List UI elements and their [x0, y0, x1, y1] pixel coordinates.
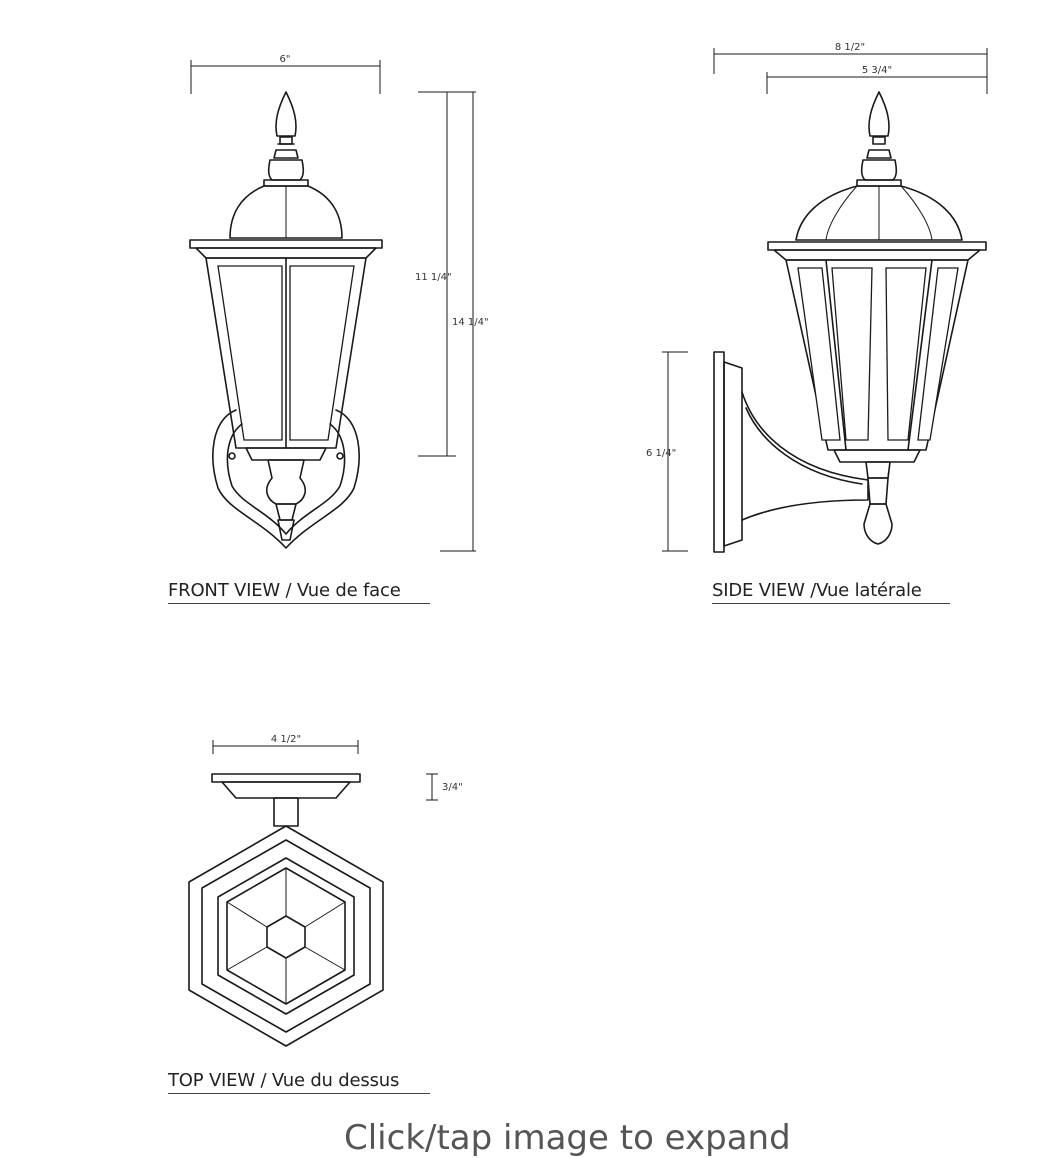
- side-base: [833, 449, 921, 545]
- front-total-height-label: 14 1/4": [452, 317, 489, 328]
- top-backplate-label: 3/4": [442, 782, 463, 793]
- front-width-dimension: 6": [190, 54, 381, 94]
- front-view-caption: FRONT VIEW / Vue de face: [168, 580, 430, 604]
- side-wall-plate: [713, 351, 743, 553]
- top-width-dimension: 4 1/2": [212, 734, 359, 754]
- top-view-drawing: 4 1/2" 3/4": [188, 734, 463, 1047]
- front-finial: [267, 91, 305, 181]
- side-mount-height-label: 6 1/4": [646, 448, 676, 459]
- side-view-drawing: 8 1/2" 5 3/4" 6 1/4": [646, 42, 988, 553]
- top-hexagon-head: [188, 825, 384, 1047]
- side-roof: [767, 179, 987, 261]
- side-depth-label: 8 1/2": [835, 42, 865, 53]
- side-view-caption: SIDE VIEW /Vue latérale: [712, 580, 950, 604]
- front-body-height-label: 11 1/4": [415, 272, 452, 283]
- side-glass-cage: [785, 259, 969, 451]
- front-glass-cage: [205, 257, 367, 449]
- top-width-label: 4 1/2": [271, 734, 301, 745]
- expand-image-hint[interactable]: Click/tap image to expand: [344, 1118, 791, 1158]
- side-head-width-dimension: 5 3/4": [766, 65, 987, 94]
- front-base-bracket: [212, 409, 360, 549]
- front-roof: [189, 179, 383, 259]
- front-width-label: 6": [280, 54, 291, 65]
- side-finial: [860, 91, 898, 181]
- top-wall-plate: [211, 773, 361, 827]
- top-view-caption: TOP VIEW / Vue du dessus: [168, 1070, 430, 1094]
- front-view-drawing: 6" 11 1/4" 14 1/4": [189, 54, 489, 552]
- front-body-height-dimension: 11 1/4": [415, 91, 476, 457]
- side-mount-height-dimension: 6 1/4": [646, 351, 688, 552]
- front-total-height-dimension: 14 1/4": [440, 92, 489, 552]
- top-backplate-dimension: 3/4": [426, 773, 463, 801]
- side-head-width-label: 5 3/4": [862, 65, 892, 76]
- side-depth-dimension: 8 1/2": [713, 42, 988, 94]
